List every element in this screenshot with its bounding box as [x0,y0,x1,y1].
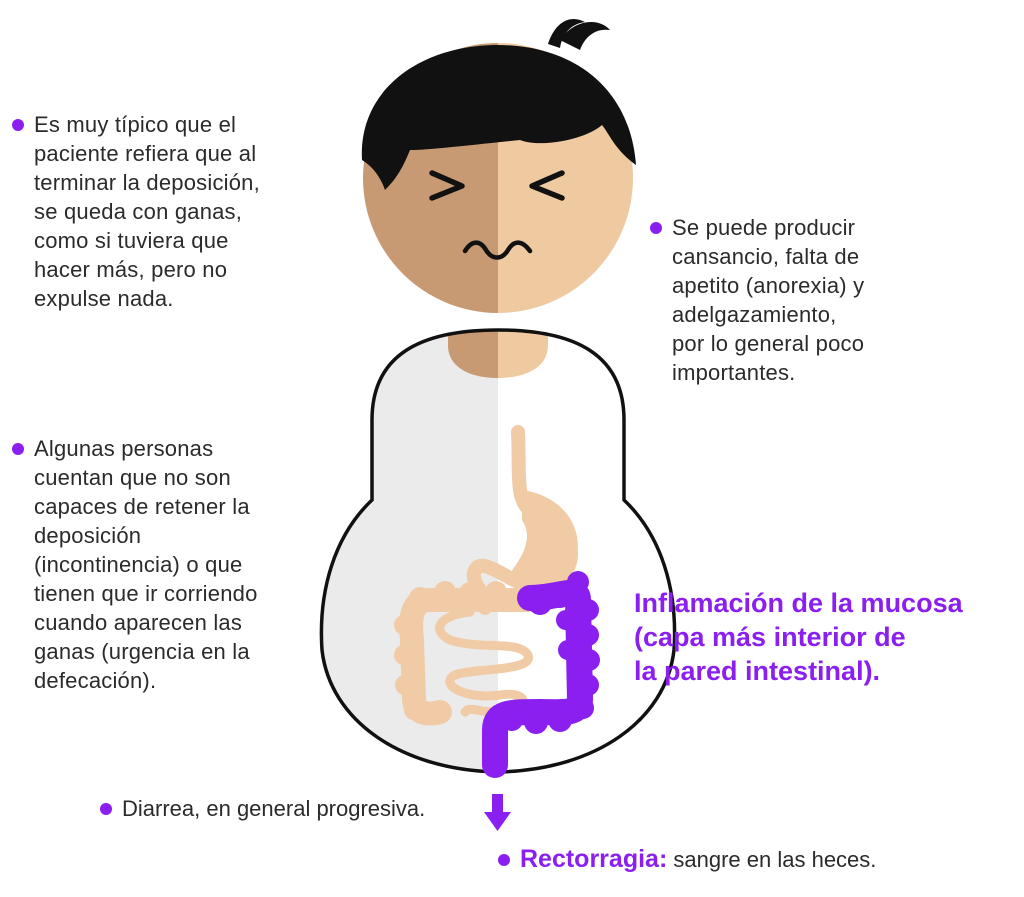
hair-tuft [560,21,610,50]
neck-shadow [448,330,498,378]
rectorragia-text: sangre en las heces. [673,847,877,872]
note-fatigue: Se puede producir cansancio, falta de ap… [650,213,972,387]
bullet-dot-icon [498,854,510,866]
note-tenesmus-text: Es muy típico que el paciente refiera qu… [34,112,260,311]
note-fatigue-text: Se puede producir cansancio, falta de ap… [672,215,865,385]
note-tenesmus: Es muy típico que el paciente refiera qu… [12,110,324,313]
bullet-dot-icon [100,803,112,815]
head [361,18,636,313]
bullet-dot-icon [12,119,24,131]
note-diarrhea-text: Diarrea, en general progresiva. [122,796,426,821]
inflamed-colon-bumps [486,571,600,745]
note-incontinence-text: Algunas personas cuentan que no son capa… [34,436,258,693]
bullet-dot-icon [650,222,662,234]
hair [361,45,636,190]
digestive-tract [394,425,600,778]
stomach [505,490,578,590]
hair-tuft-2 [548,18,585,48]
right-eye-icon [529,170,565,201]
mucosa-inflammation-callout: Inflamación de la mucosa (capa más inter… [634,588,963,686]
wavy-mouth-icon [462,240,533,260]
note-rectorragia: Rectorragia: sangre en las heces. [498,845,877,874]
note-diarrhea: Diarrea, en general progresiva. [100,794,426,823]
healthy-colon-bumps [394,581,507,720]
rectorragia-term: Rectorragia: [520,845,668,873]
left-eye-icon [429,170,465,201]
bullet-dot-icon [12,443,24,455]
note-incontinence: Algunas personas cuentan que no son capa… [12,434,334,695]
down-arrow-icon [484,794,511,831]
